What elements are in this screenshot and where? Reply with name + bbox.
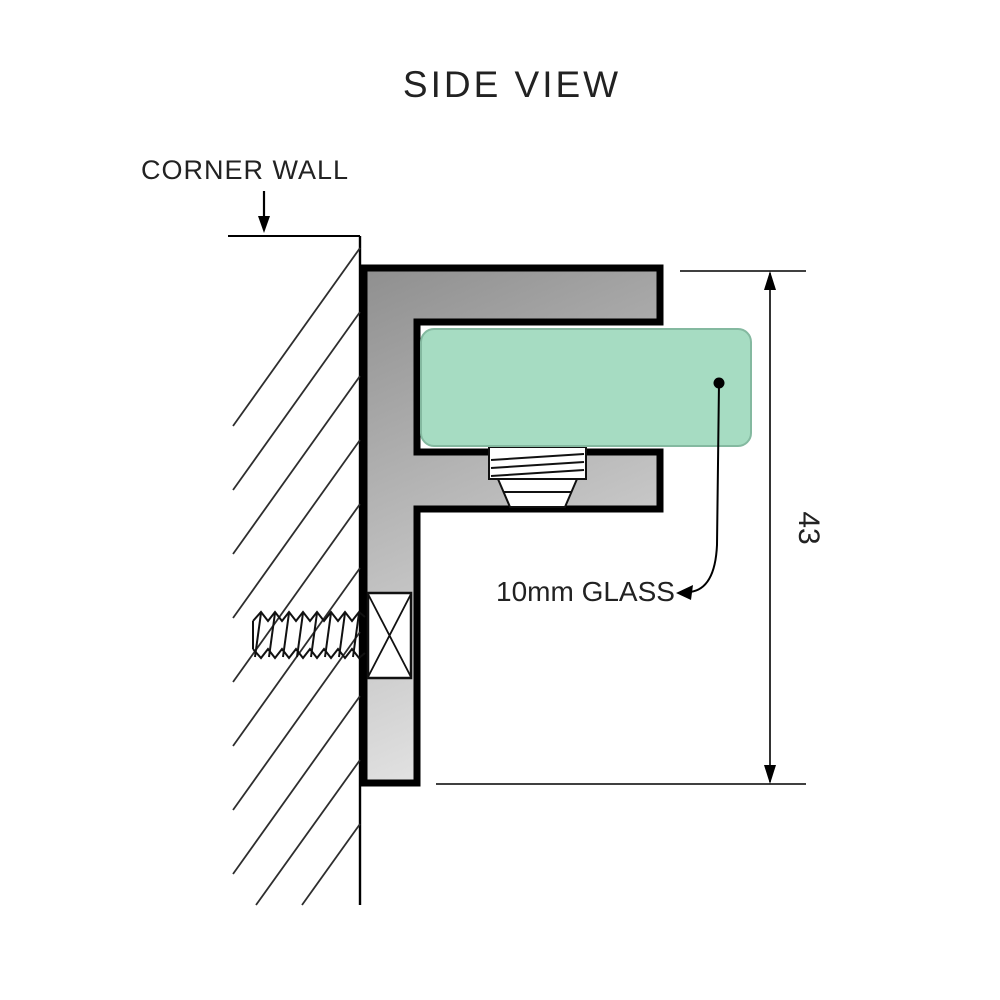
grub-screw [488,446,587,508]
screw-threads [252,610,366,660]
wall-section [228,235,362,906]
glass-leader-line [689,382,720,593]
dimension-arrow-down [764,765,776,784]
fixing-screw [252,591,413,680]
screw-head [366,591,413,680]
wall-hatching [232,247,361,906]
corner-wall-label: CORNER WALL [141,155,349,185]
corner-wall-arrow [258,191,270,233]
glass-leader-arrow [676,585,693,600]
glass-label: 10mm GLASS [496,576,675,607]
dimension-value: 43 [792,511,825,544]
dimension-43: 43 [436,270,825,785]
glass-annotation: 10mm GLASS [496,377,725,607]
dimension-arrow-up [764,271,776,290]
corner-wall-annotation: CORNER WALL [141,155,349,233]
glass-panel [420,328,752,447]
bracket-profile [360,264,664,787]
page-title: SIDE VIEW [403,64,621,105]
